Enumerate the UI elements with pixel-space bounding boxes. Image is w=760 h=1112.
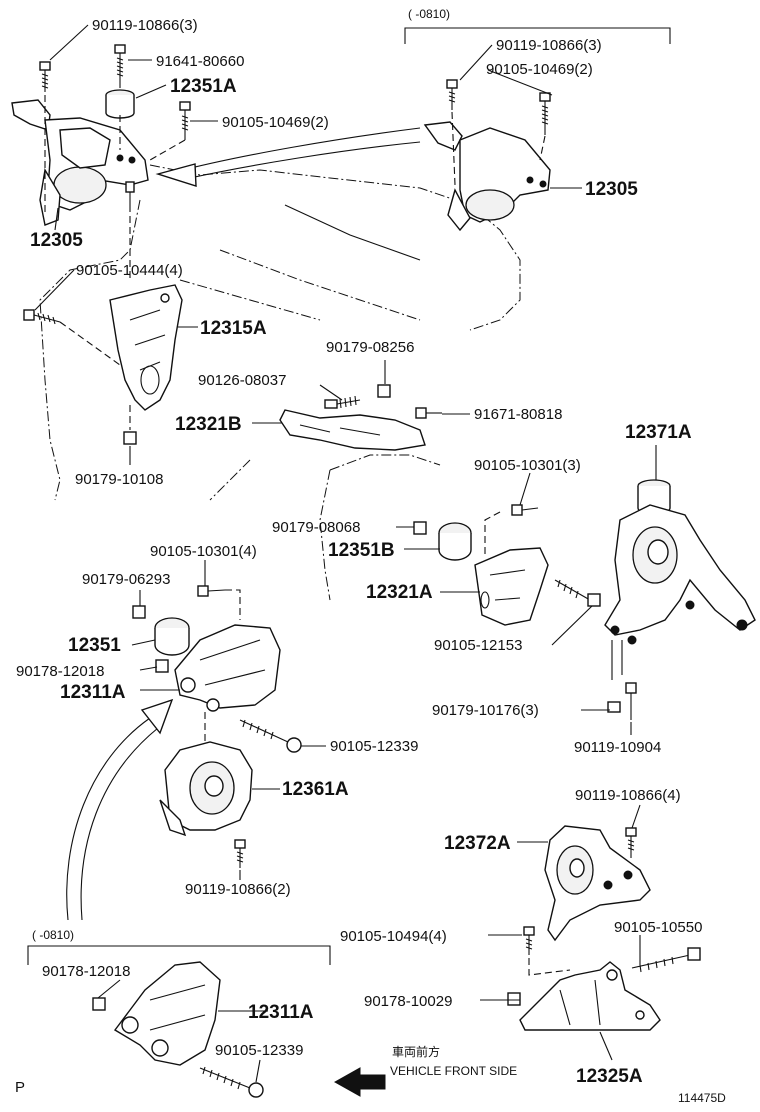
label-90179-10176-3: 90179-10176(3) — [432, 702, 539, 719]
label-12321B: 12321B — [175, 414, 242, 435]
label-90179-06293: 90179-06293 — [82, 571, 170, 588]
label-90105-10444-4: 90105-10444(4) — [76, 262, 183, 279]
label-90119-10866-3-left: 90119-10866(3) — [92, 17, 198, 34]
label-90178-12018-lower: 90178-12018 — [42, 963, 130, 980]
label-90178-10029: 90178-10029 — [364, 993, 452, 1010]
label-90105-12339-lower: 90105-12339 — [215, 1042, 303, 1059]
leader-lines — [34, 24, 657, 1083]
label-12351A: 12351A — [170, 76, 237, 97]
label-90119-10904: 90119-10904 — [574, 739, 661, 756]
mount-12305-left — [11, 44, 191, 280]
label-90179-10108: 90179-10108 — [75, 471, 163, 488]
label-12325A: 12325A — [576, 1066, 643, 1087]
label-12361A: 12361A — [282, 779, 349, 800]
label-12315A: 12315A — [200, 318, 267, 339]
label-12371A: 12371A — [625, 422, 692, 443]
mount-12371A — [604, 479, 756, 720]
part-labels: 90119-10866(3) 91641-80660 12351A 90105-… — [15, 7, 726, 1105]
label-12321A: 12321A — [366, 582, 433, 603]
label-90105-10301-4: 90105-10301(4) — [150, 543, 257, 560]
label-90105-10469-2-left: 90105-10469(2) — [222, 114, 329, 131]
label-p: P — [15, 1079, 25, 1096]
label-12351: 12351 — [68, 635, 121, 656]
mount-12361A — [159, 741, 253, 868]
label-12311A-upper: 12311A — [60, 682, 126, 703]
label-90105-12339-upper: 90105-12339 — [330, 738, 418, 755]
reference-arrow-top — [155, 127, 421, 187]
label-12305-right: 12305 — [585, 179, 638, 200]
label-90119-10866-2: 90119-10866(2) — [185, 881, 291, 898]
label-90119-10866-4: 90119-10866(4) — [575, 787, 681, 804]
label-90119-10866-3-right: 90119-10866(3) — [496, 37, 602, 54]
label-90105-10494-4: 90105-10494(4) — [340, 928, 447, 945]
label-90105-10469-2-right: 90105-10469(2) — [486, 61, 593, 78]
bracket-12325A — [507, 961, 661, 1031]
label-range-bottom: ( -0810) — [32, 928, 74, 942]
bracket-12311A — [132, 585, 302, 753]
label-vehicle-front-side: VEHICLE FRONT SIDE — [390, 1064, 517, 1078]
reference-arrow-lower — [66, 698, 174, 921]
label-90179-08256: 90179-08256 — [326, 339, 414, 356]
label-90105-10301-3: 90105-10301(3) — [474, 457, 581, 474]
label-12305-left: 12305 — [30, 230, 83, 251]
bracket-12315A — [23, 284, 183, 445]
bracket-12321B — [279, 384, 442, 451]
mount-12372A — [523, 825, 701, 976]
label-90105-12153: 90105-12153 — [434, 637, 522, 654]
label-91671-80818: 91671-80818 — [474, 406, 562, 423]
label-vehicle-front-jp: 車両前方 — [392, 1044, 440, 1059]
bracket-12311A-lower — [27, 945, 331, 1098]
label-12372A: 12372A — [444, 833, 511, 854]
label-range-top: ( -0810) — [408, 7, 450, 21]
bracket-12321A — [413, 504, 601, 626]
label-90126-08037: 90126-08037 — [198, 372, 286, 389]
label-figure-id: 114475D — [678, 1091, 726, 1105]
label-90179-08068: 90179-08068 — [272, 519, 360, 536]
label-91641-80660: 91641-80660 — [156, 53, 244, 70]
label-12311A-lower: 12311A — [248, 1002, 314, 1023]
label-90105-10550: 90105-10550 — [614, 919, 702, 936]
vehicle-front-arrow — [333, 1067, 386, 1097]
label-90178-12018-upper: 90178-12018 — [16, 663, 104, 680]
label-12351B: 12351B — [328, 540, 395, 561]
mount-12305-right — [404, 27, 671, 232]
